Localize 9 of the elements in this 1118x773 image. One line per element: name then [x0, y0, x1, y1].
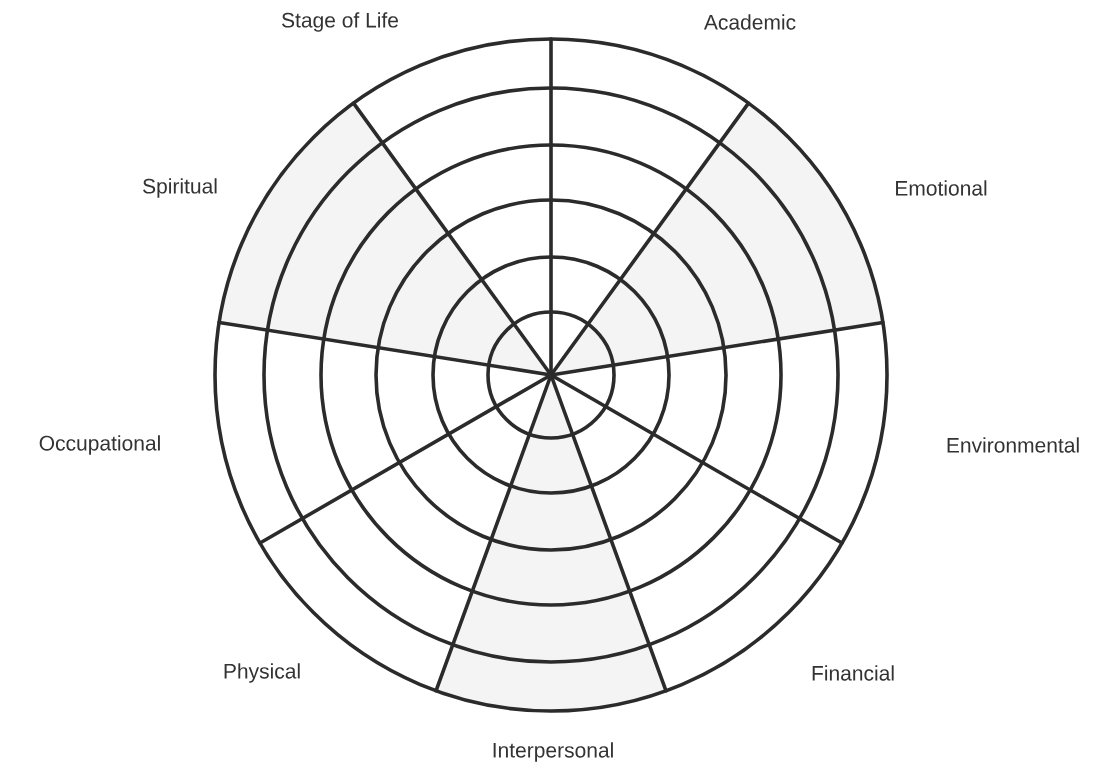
sector-label: Academic [703, 14, 796, 30]
sector-label: Financial [812, 665, 894, 681]
sector-label: Emotional [896, 180, 987, 196]
sector-label: Spiritual [143, 178, 217, 198]
sector-label: Stage of Life [282, 12, 398, 32]
sector-label: Occupational [39, 435, 160, 455]
sector-label: Physical [224, 663, 300, 683]
sector-label: Interpersonal [493, 742, 613, 762]
sector-label: Environmental [947, 437, 1079, 453]
